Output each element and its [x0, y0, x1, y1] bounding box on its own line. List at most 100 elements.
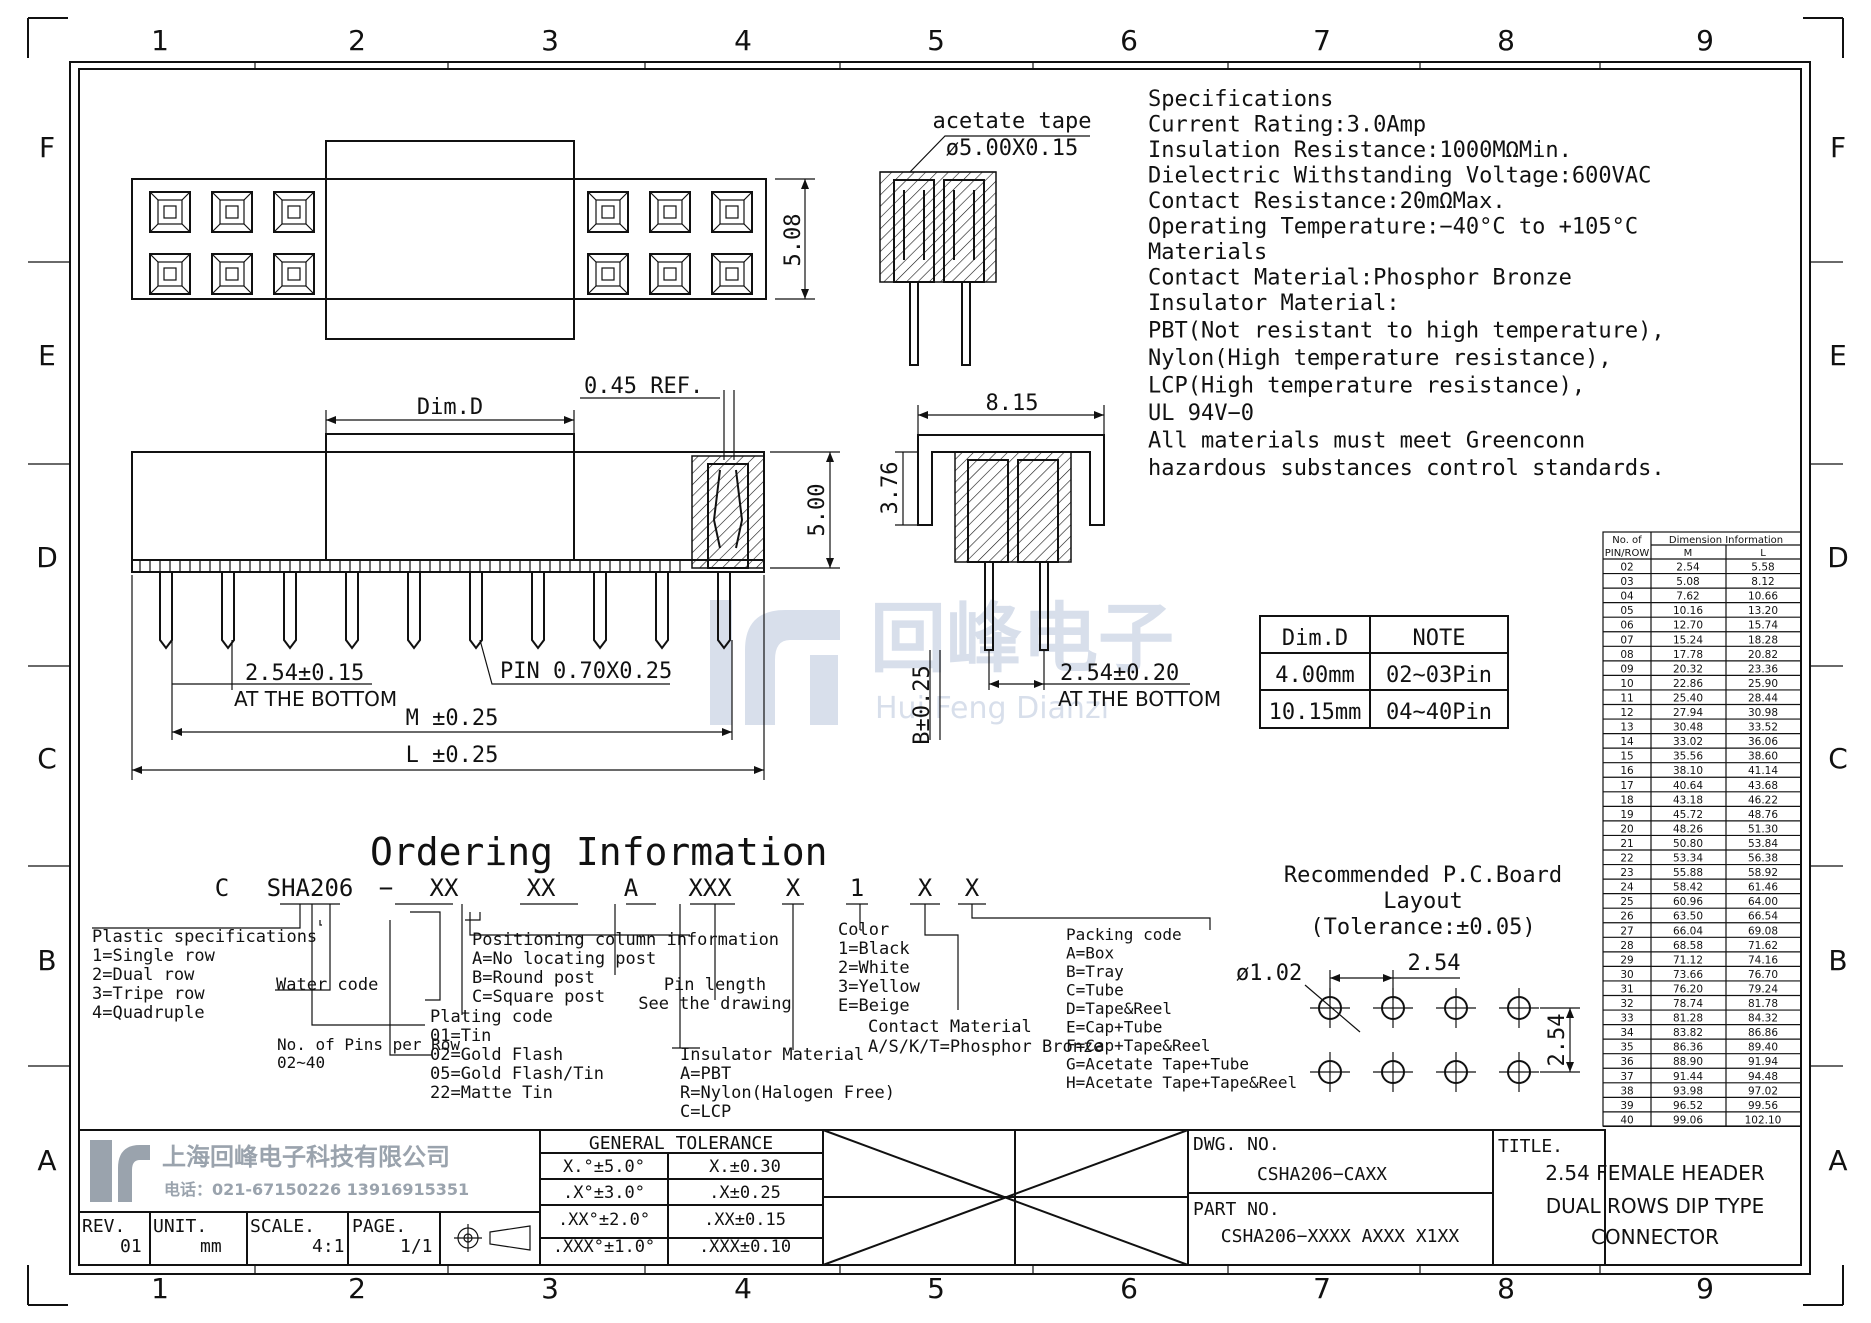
color-code: Color: [838, 920, 889, 940]
dim-d-table: Dim.D NOTE 4.00mm 02~03Pin 10.15mm 04~40…: [1259, 615, 1509, 729]
pin-table-cell: 07: [1620, 634, 1633, 646]
pin-table-cell: 58.42: [1673, 882, 1703, 894]
contact-material: A/S/K/T=Phosphor Bronze: [868, 1037, 1103, 1057]
pin-table-cell: 06: [1620, 620, 1634, 632]
pin-table-cell: 86.86: [1748, 1027, 1778, 1039]
order-code-part: 1: [850, 874, 864, 902]
pin-table-cell: 102.10: [1745, 1114, 1782, 1126]
packing-code: G=Acetate Tape+Tube: [1066, 1055, 1249, 1074]
tolerance-angle: .XX°±2.0°: [558, 1210, 650, 1230]
positioning-info: C=Square post: [472, 987, 605, 1007]
pin-table-header: PIN/ROW: [1605, 548, 1650, 559]
scale-label: SCALE.: [250, 1216, 315, 1237]
pin-table-cell: 30: [1620, 969, 1633, 981]
pin-table-header: M: [1684, 548, 1693, 559]
page-label: PAGE.: [352, 1216, 406, 1237]
pin-table-header: Dimension Information: [1669, 535, 1783, 546]
pin-table-header: L: [1760, 548, 1766, 559]
pin-table-cell: 36: [1620, 1056, 1634, 1068]
grid-row-label: F: [1830, 131, 1846, 164]
grid-col-label: 5: [927, 1272, 945, 1305]
grid-col-label: 2: [348, 1272, 366, 1305]
packing-code: Packing code: [1066, 925, 1182, 944]
pin-table-cell: 10.66: [1748, 591, 1778, 603]
plating-code: 01=Tin: [430, 1026, 491, 1046]
order-code-part: SHA206: [267, 874, 354, 902]
plating-code: 05=Gold Flash/Tin: [430, 1064, 604, 1084]
pin-table-cell: 93.98: [1673, 1085, 1703, 1097]
pcb-title-3: (Tolerance:±0.05): [1310, 915, 1535, 940]
pin-table-cell: 48.26: [1673, 823, 1703, 835]
pin-table-cell: 10: [1620, 678, 1633, 690]
pin-table-cell: 15: [1620, 751, 1633, 763]
spec-line: Materials: [1148, 240, 1267, 265]
tolerance-linear: .XX±0.15: [704, 1210, 786, 1230]
grid-col-label: 5: [927, 24, 945, 57]
pin-table-cell: 63.50: [1673, 911, 1703, 923]
pin-table-cell: 34: [1620, 1027, 1634, 1039]
packing-code: E=Cap+Tube: [1066, 1018, 1162, 1037]
pin-table-cell: 35.56: [1673, 751, 1703, 763]
dim-table-cell: 04~40Pin: [1386, 700, 1492, 725]
packing-code: D=Tape&Reel: [1066, 999, 1172, 1018]
pin-table-cell: 78.74: [1673, 998, 1703, 1010]
unit-value: mm: [200, 1236, 222, 1257]
pin-table-cell: 79.24: [1748, 983, 1778, 995]
spec-line: Operating Temperature:−40°C to +105°C: [1148, 215, 1638, 240]
title-line-2: DUAL ROWS DIP TYPE: [1546, 1194, 1765, 1218]
tolerance-title: GENERAL TOLERANCE: [589, 1133, 773, 1154]
grid-row-label: B: [37, 944, 56, 977]
pin-table-cell: 17: [1620, 780, 1633, 792]
dim-l: L ±0.25: [406, 743, 499, 768]
pin-table-cell: 64.00: [1748, 896, 1778, 908]
pin-table-cell: 08: [1620, 649, 1633, 661]
order-code-part: C: [215, 874, 229, 902]
order-code-part: A: [624, 874, 639, 902]
grid-col-label: 9: [1696, 24, 1714, 57]
pin-table-cell: 88.90: [1673, 1056, 1703, 1068]
pin-table-cell: 15.74: [1748, 620, 1778, 632]
grid-row-label: E: [38, 339, 56, 372]
pin-table-cell: 71.12: [1673, 954, 1703, 966]
spec-line: hazardous substances control standards.: [1148, 456, 1665, 481]
grid-col-label: 3: [541, 24, 559, 57]
pin-table-cell: 48.76: [1748, 809, 1778, 821]
grid-row-label: F: [39, 131, 55, 164]
pin-table-cell: 35: [1620, 1042, 1633, 1054]
pin-table-cell: 66.04: [1673, 925, 1703, 937]
color-code: E=Beige: [838, 996, 910, 1016]
grid-col-label: 4: [734, 1272, 752, 1305]
pin-table-cell: 03: [1620, 576, 1633, 588]
pin-table-cell: 81.78: [1748, 998, 1778, 1010]
title-block: 上海回峰电子科技有限公司 电话：021-67150226 13916915351…: [79, 1129, 1765, 1266]
grid-col-label: 8: [1497, 24, 1515, 57]
pin-table-cell: 84.32: [1748, 1013, 1778, 1025]
scale-value: 4:1: [312, 1236, 345, 1257]
pin-table-cell: 23.36: [1748, 663, 1778, 675]
plating-code: 22=Matte Tin: [430, 1083, 553, 1103]
pin-table-cell: 37: [1620, 1071, 1633, 1083]
spec-line: All materials must meet Greenconn: [1148, 429, 1585, 454]
pin-table-cell: 81.28: [1673, 1013, 1703, 1025]
pin-table-cell: 5.58: [1751, 562, 1774, 574]
ordering-title: Ordering Information: [370, 830, 828, 874]
pin-table-cell: 73.66: [1673, 969, 1703, 981]
pin-table-cell: 25.40: [1673, 692, 1703, 704]
pin-table-cell: 99.56: [1748, 1100, 1778, 1112]
spec-line: UL 94V−0: [1148, 401, 1254, 426]
pin-table-cell: 14: [1620, 736, 1634, 748]
company-phone: 电话：021-67150226 13916915351: [164, 1180, 469, 1199]
pin-length: Pin length: [664, 975, 766, 995]
spec-line: Specifications: [1148, 87, 1333, 112]
side-view-cap: 8.15 3.76 B±0.25 2.54±0.20 AT THE BOTTOM: [878, 391, 1221, 745]
spec-line: Insulator Material:: [1148, 291, 1400, 316]
pin-table-cell: 20.32: [1673, 663, 1703, 675]
pins-per-row: No. of Pins per Row: [277, 1035, 460, 1054]
pin-table-cell: 20.82: [1748, 649, 1778, 661]
pin-table-cell: 15.24: [1673, 634, 1703, 646]
company-name: 上海回峰电子科技有限公司: [162, 1143, 450, 1171]
spec-line: Contact Material:Phosphor Bronze: [1148, 266, 1572, 291]
pin-table-cell: 96.52: [1673, 1100, 1703, 1112]
